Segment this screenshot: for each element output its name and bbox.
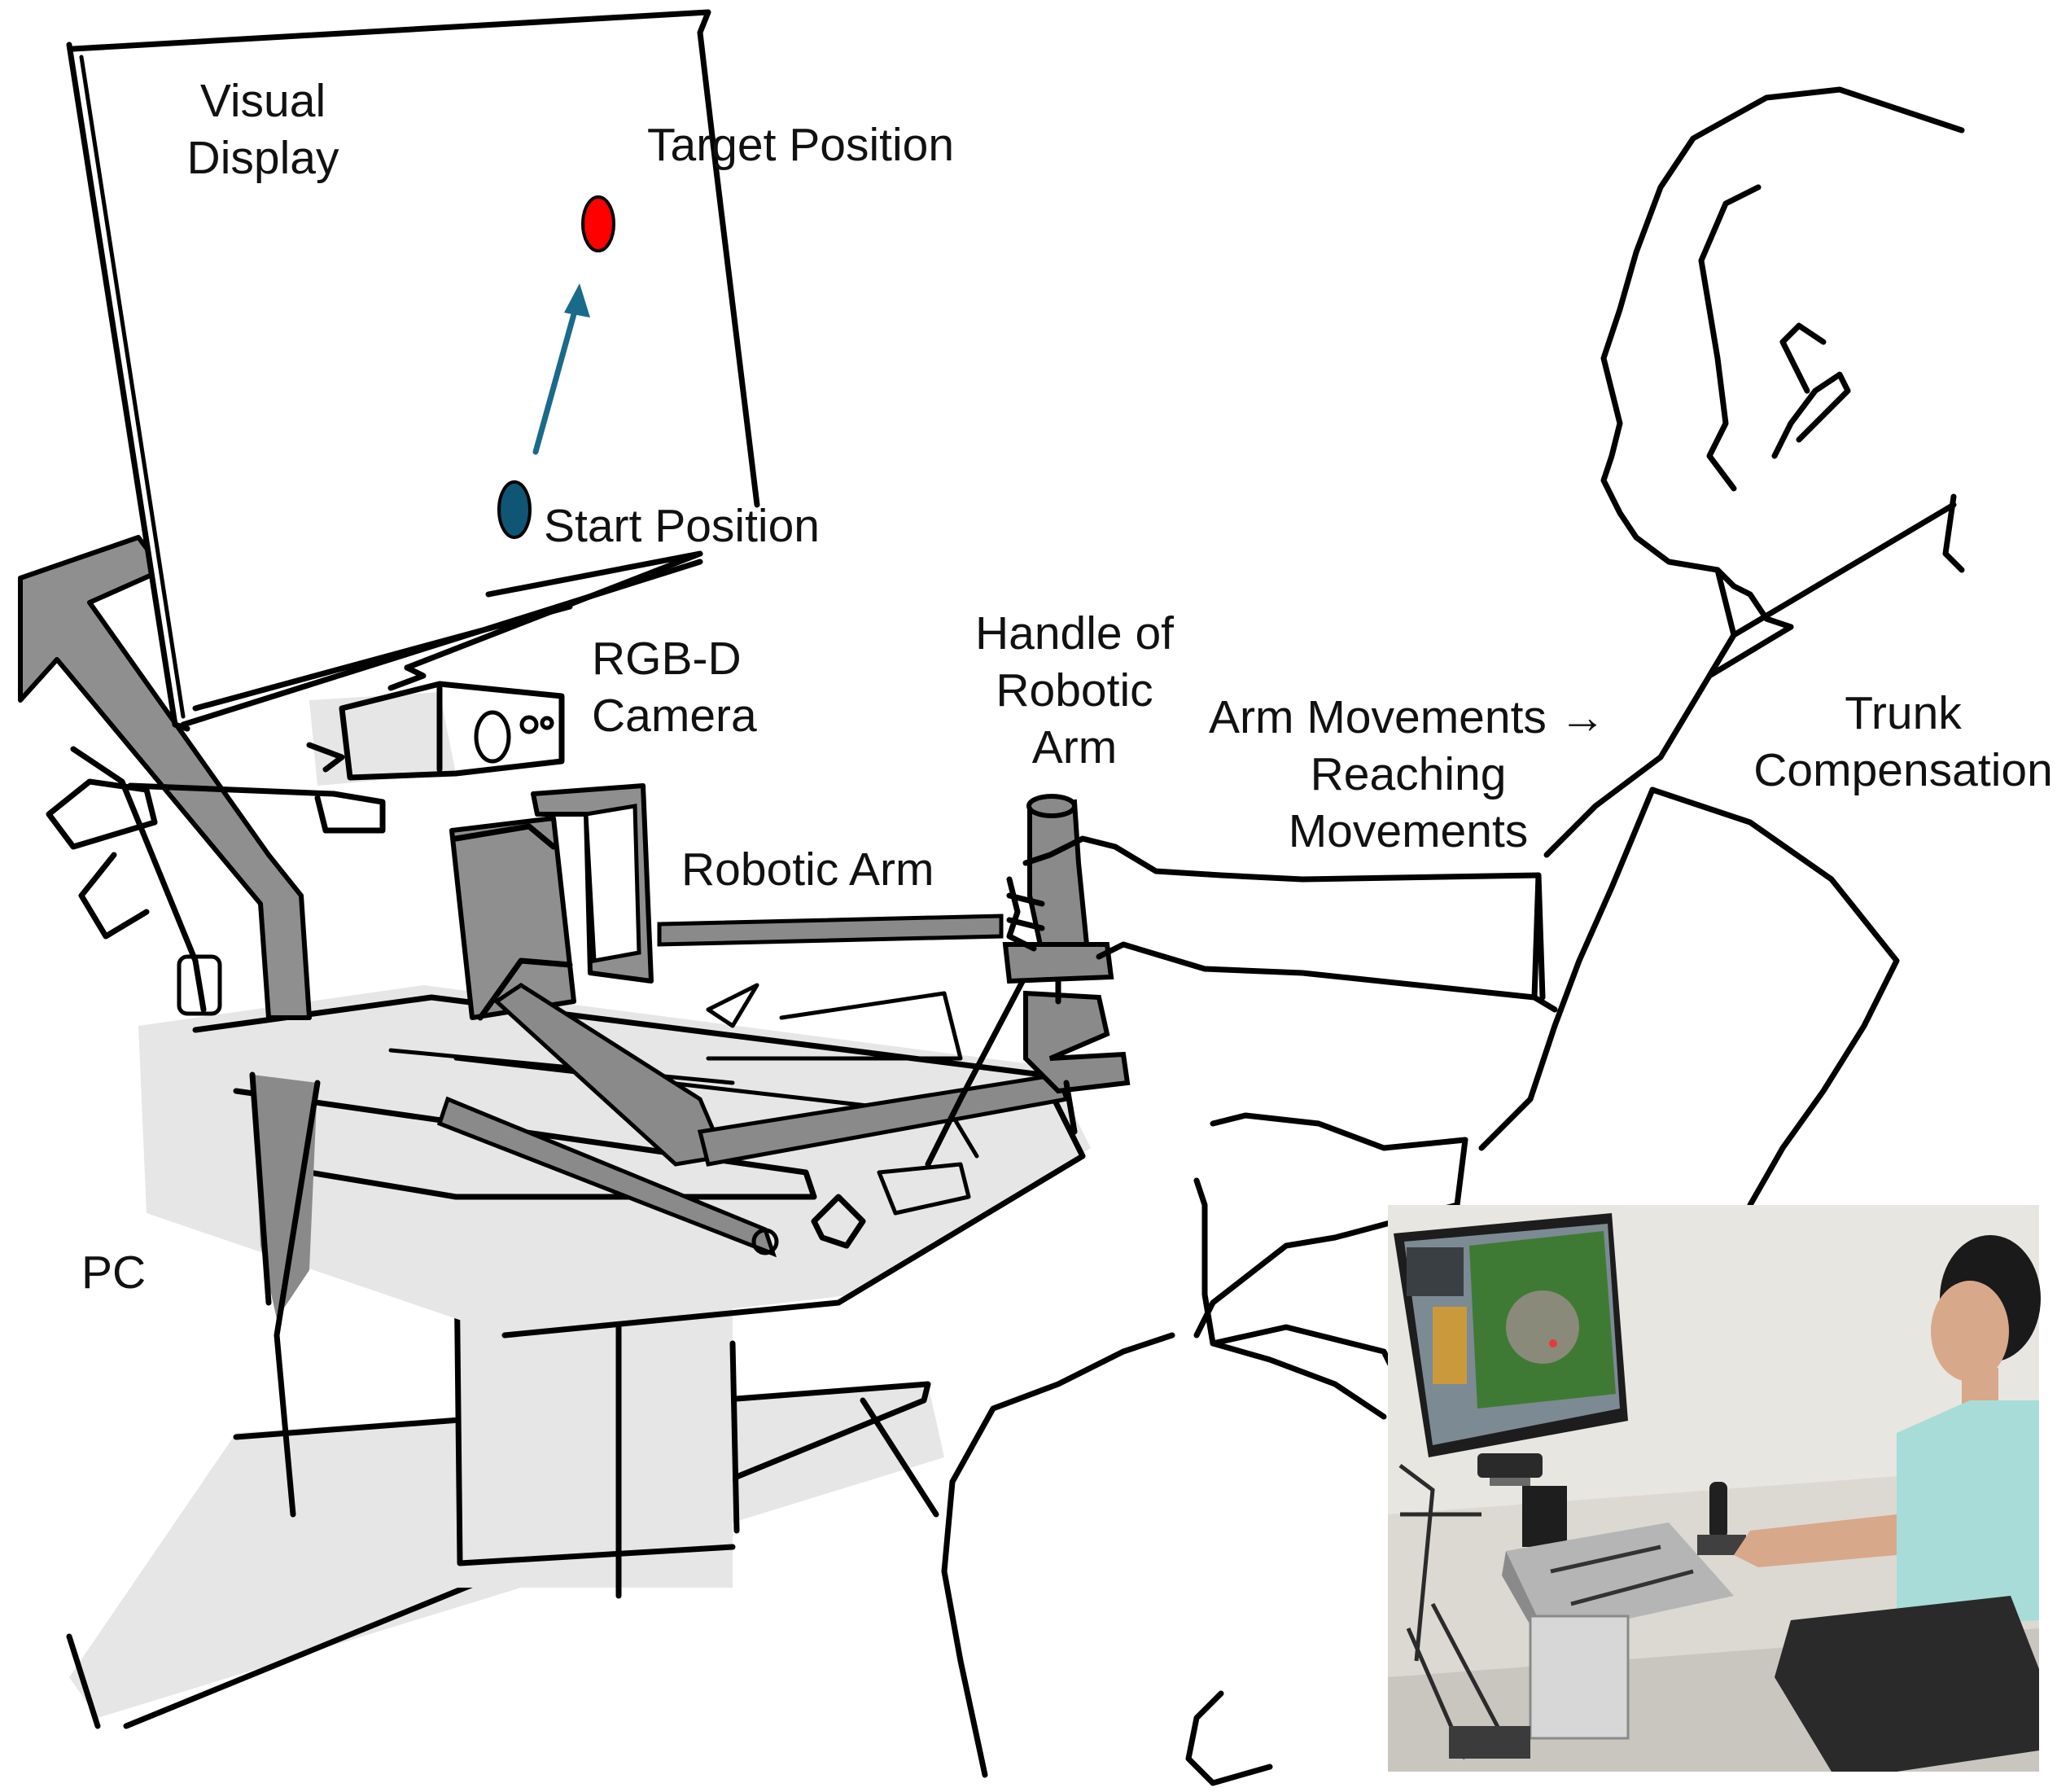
visual-display [57, 9, 871, 732]
photo-inset [1388, 1205, 2041, 1772]
trunk-compensation-label: Compensation [1753, 744, 2053, 796]
visual-display-label: Display [187, 132, 339, 184]
handle-label: Arm [1032, 721, 1117, 773]
trunk-compensation-label: Trunk [1845, 687, 1962, 739]
handle-label: Handle of [975, 607, 1174, 659]
arm-movements-label: Movements [1289, 805, 1529, 857]
person-sketch [941, 86, 1965, 1786]
rgbd-camera-label: Camera [592, 690, 757, 742]
visual-display-label: Visual [200, 75, 326, 127]
target-position-dot [581, 195, 615, 252]
target-position-label: Target Position [647, 119, 954, 171]
movement-arrow [532, 283, 590, 455]
robotic-arm-device [436, 783, 1070, 1258]
arm-movements-label: Arm Movements → [1209, 691, 1606, 743]
arm-movements-label: Reaching [1311, 748, 1507, 800]
handle-label: Robotic [996, 664, 1153, 716]
pc-tower [249, 1071, 321, 1518]
monitor-arm [18, 535, 312, 1020]
rgbd-camera [127, 664, 565, 834]
rgbd-camera-label: RGB-D [592, 633, 742, 685]
start-position-dot [497, 480, 532, 539]
start-position-label: Start Position [544, 500, 820, 552]
robotic-arm-label: Robotic Arm [681, 843, 934, 896]
pc-label: PC [81, 1247, 146, 1299]
robotic-arm-handle [1002, 794, 1131, 1135]
